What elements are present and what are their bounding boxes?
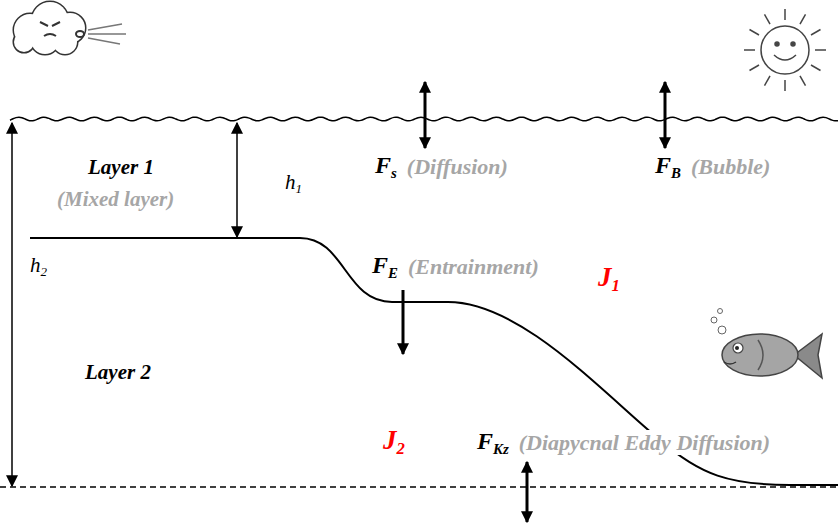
flux-name: (Diapycnal Eddy Diffusion) [517,430,772,455]
symbol-subscript: 2 [41,264,48,279]
flux-arrow [402,290,405,354]
symbol-base: h [285,170,296,194]
mixed-layer-interface [30,238,838,485]
symbol-subscript: B [671,165,681,181]
symbol-base: F [655,152,671,178]
symbol-subscript: E [388,265,398,281]
flux-symbol: Fs [373,152,399,180]
symbol-base: h [30,253,41,277]
flux-arrow [664,82,667,148]
layer-note: (Mixed layer) [55,187,176,211]
fish-icon [711,309,822,379]
flux-name: (Entrainment) [406,254,541,279]
flux-name: (Diffusion) [405,154,510,179]
flux-symbol: FE [370,252,400,280]
symbol-base: F [375,152,391,178]
layer-bottom [0,486,838,488]
layer-name: Layer 2 [83,360,153,384]
sun-icon [744,9,826,91]
source-symbol: J2 [381,425,407,456]
flux-arrow [526,462,529,522]
symbol-subscript: 1 [612,276,620,295]
source-symbol: J1 [596,262,622,293]
flux-name: (Bubble) [689,154,772,179]
symbol-base: F [372,252,388,278]
layer-name: Layer 1 [86,155,156,179]
depth-symbol: h1 [283,170,304,194]
symbol-subscript: 2 [397,439,405,458]
depth-arrow [236,123,238,237]
symbol-base: J [383,425,397,455]
flux-symbol: FB [653,152,683,180]
wind-cloud-icon [14,2,126,54]
symbol-subscript: 1 [296,181,303,196]
symbol-subscript: Kz [493,441,509,457]
symbol-base: F [477,428,493,454]
depth-symbol: h2 [28,253,49,277]
flux-arrow [424,82,427,148]
flux-symbol: FKz [475,428,511,456]
symbol-subscript: s [391,165,397,181]
symbol-base: J [598,262,612,292]
depth-arrow [11,123,13,486]
